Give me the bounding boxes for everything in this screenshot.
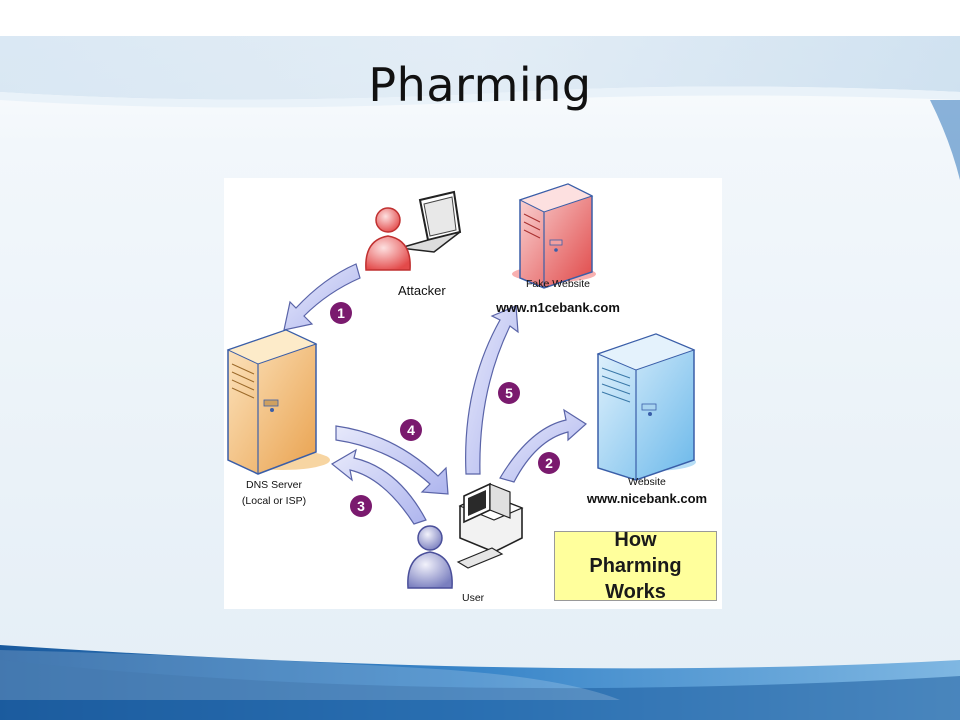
dns-server-icon <box>226 329 330 475</box>
website-label: Website <box>628 476 666 488</box>
arrow-step-3 <box>330 448 427 525</box>
dns-server-sublabel: (Local or ISP) <box>241 495 307 507</box>
website-url: www.nicebank.com <box>586 491 708 506</box>
fake-website-label: Fake Website <box>526 278 590 290</box>
step-badge-2: 2 <box>538 452 560 474</box>
fake-website-url: www.n1cebank.com <box>496 300 620 315</box>
arrow-step-4 <box>335 425 449 495</box>
user-computer-icon <box>456 482 524 569</box>
diagram-graphics <box>226 183 696 589</box>
how-pharming-works-caption: How Pharming Works <box>554 529 717 603</box>
arrow-step-2 <box>499 408 587 483</box>
slide-title: Pharming <box>368 58 592 112</box>
website-server-icon <box>596 333 696 481</box>
step-badge-4: 4 <box>400 419 422 441</box>
user-label: User <box>462 592 485 604</box>
fake-website-server-icon <box>512 183 596 289</box>
step-badge-5: 5 <box>498 382 520 404</box>
user-person-icon <box>407 525 453 589</box>
dns-server-label: DNS Server <box>245 479 302 491</box>
pharming-diagram: Attacker Fake Website www.n1cebank.com W… <box>224 178 722 609</box>
caption-text: How Pharming Works <box>589 529 682 603</box>
attacker-icon <box>365 190 462 271</box>
attacker-label: Attacker <box>398 283 446 298</box>
arrow-step-5 <box>465 305 519 475</box>
arrow-step-1 <box>283 263 361 331</box>
step-badge-1: 1 <box>330 302 352 324</box>
step-badge-3: 3 <box>350 495 372 517</box>
